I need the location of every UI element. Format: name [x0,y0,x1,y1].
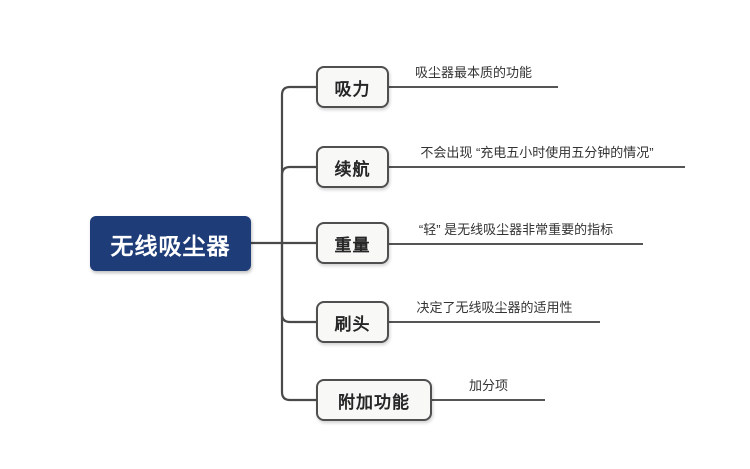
branch-node-suction[interactable]: 吸力 [316,66,389,108]
note-suction[interactable]: 吸尘器最本质的功能 [414,65,532,80]
connector-root-branch-5 [280,243,316,402]
note-weight[interactable]: “轻” 是无线吸尘器非常重要的指标 [418,222,614,237]
connector-root-branch-4 [280,243,316,324]
branch-node-battery-life[interactable]: 续航 [316,146,389,188]
branch-node-extra-features[interactable]: 附加功能 [316,379,432,421]
note-battery-life[interactable]: 不会出现 “充电五小时使用五分钟的情况” [420,145,654,160]
connector-root-branch-1 [280,85,316,243]
branch-node-weight[interactable]: 重量 [316,222,389,264]
connector-root-branch-2 [280,165,316,243]
root-node-wireless-vacuum[interactable]: 无线吸尘器 [90,216,251,271]
note-brush-head[interactable]: 决定了无线吸尘器的适用性 [416,300,573,315]
branch-node-brush-head[interactable]: 刷头 [316,301,389,343]
note-extra-features[interactable]: 加分项 [468,378,508,393]
